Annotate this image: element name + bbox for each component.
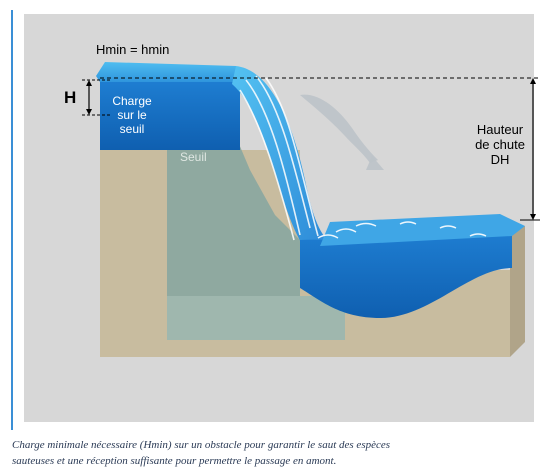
upstream-water-front bbox=[100, 78, 240, 150]
dh-arrowhead-bottom bbox=[530, 214, 536, 220]
downstream-surface bbox=[320, 214, 525, 246]
weir-face bbox=[167, 118, 300, 296]
h-dimension-label: H bbox=[64, 88, 77, 107]
caption-line-2: sauteuses et une réception suffisante po… bbox=[12, 455, 337, 467]
waterfall-streaks bbox=[239, 75, 319, 241]
hmin-label: Hmin = hmin bbox=[96, 42, 170, 57]
splash-foam bbox=[317, 221, 487, 239]
charge-label-line-1: Charge bbox=[112, 94, 152, 108]
downstream-pool bbox=[300, 228, 512, 318]
fish-silhouette bbox=[300, 94, 378, 163]
seuil-label: Seuil bbox=[180, 150, 207, 164]
charge-label-line-2: sur le bbox=[117, 108, 147, 122]
weir-base bbox=[167, 296, 345, 340]
fish-tail bbox=[366, 156, 384, 170]
h-arrowhead-bottom bbox=[86, 109, 92, 115]
hauteur-label-line-2: de chute bbox=[475, 137, 525, 152]
hauteur-label-line-3: DH bbox=[490, 152, 510, 167]
dh-arrowhead-top bbox=[530, 78, 536, 84]
hauteur-label-line-1: Hauteur bbox=[476, 122, 524, 137]
charge-label-line-3: seuil bbox=[119, 122, 145, 136]
caption-line-1: Charge minimale nécessaire (Hmin) sur un… bbox=[12, 439, 391, 451]
ground-right-face bbox=[510, 226, 525, 357]
h-arrowhead-top bbox=[86, 80, 92, 86]
upstream-water-top bbox=[96, 62, 248, 82]
waterfall bbox=[232, 66, 335, 258]
